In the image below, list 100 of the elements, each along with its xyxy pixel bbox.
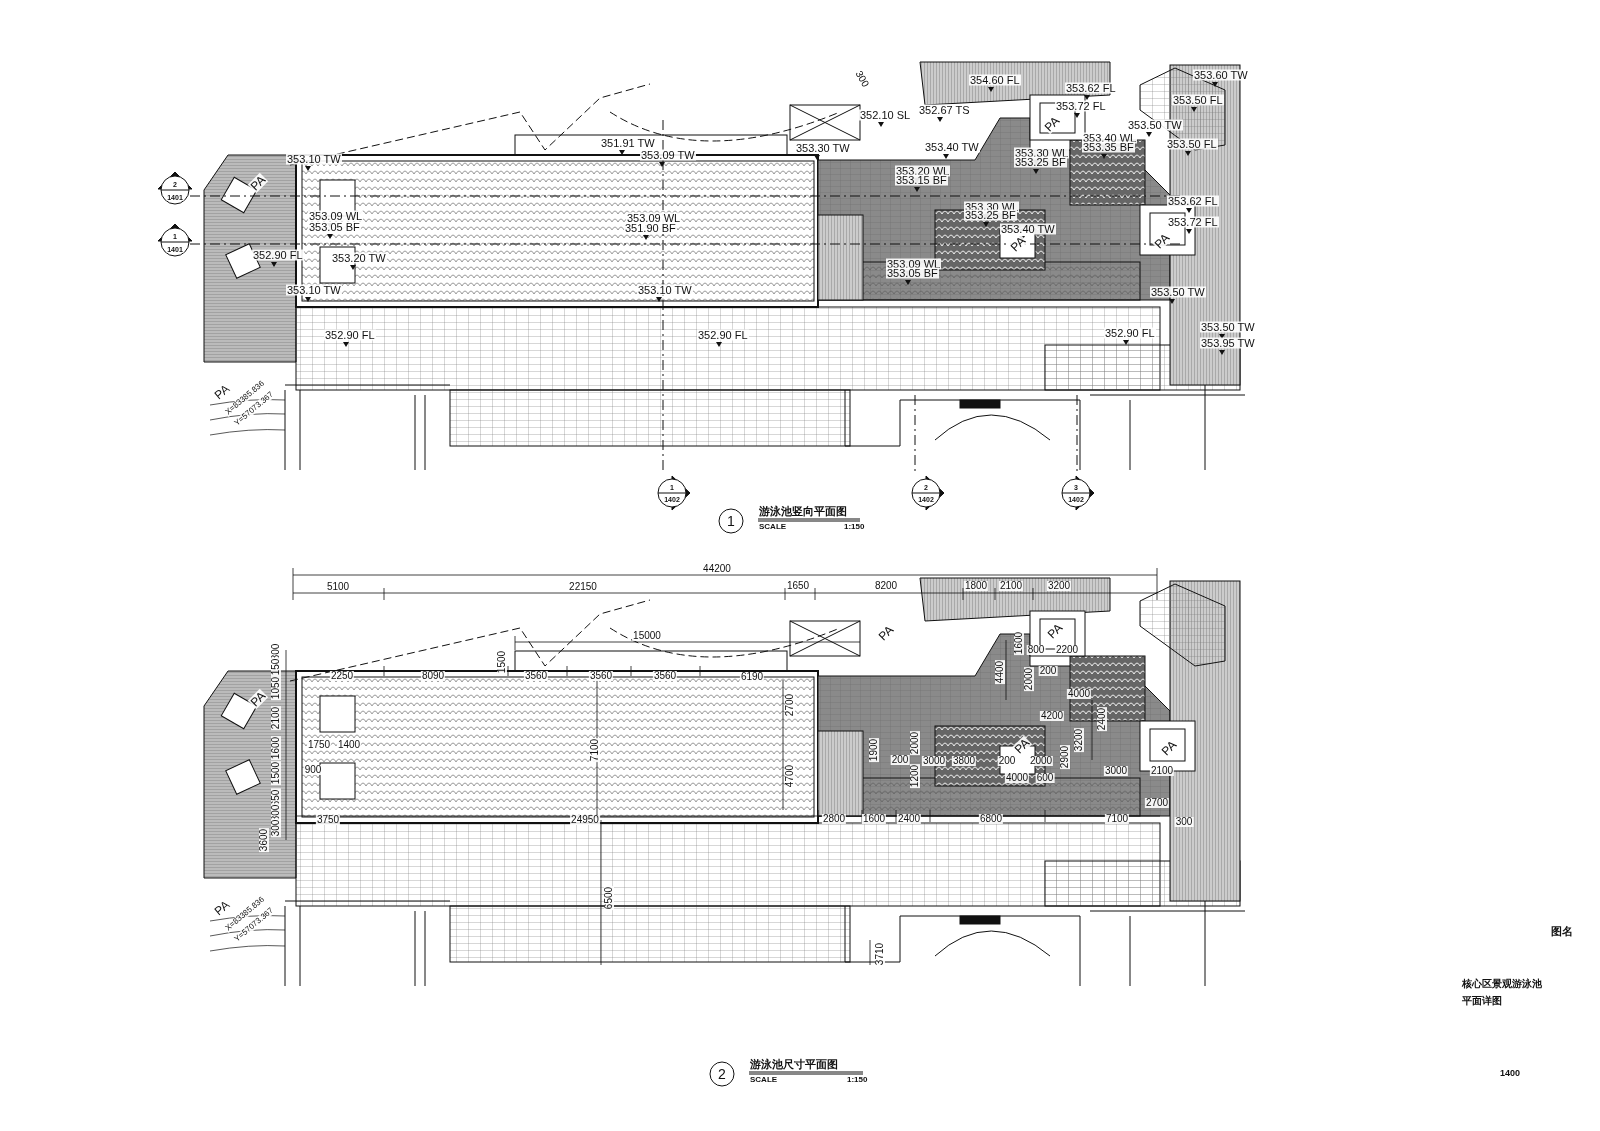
dimension-label: 4000 bbox=[1066, 689, 1092, 699]
elevation-label: 353.25 BF bbox=[1014, 156, 1067, 168]
elevation-label: 353.50 TW bbox=[1200, 321, 1256, 333]
dimension-label: 7100 bbox=[590, 737, 600, 763]
dimension-label: 3560 bbox=[523, 671, 549, 681]
dimension-label: 6500 bbox=[604, 885, 614, 911]
elevation-label: 353.50 TW bbox=[1150, 286, 1206, 298]
dimension-label: 8090 bbox=[420, 671, 446, 681]
drawing-number: 2 bbox=[717, 1067, 727, 1081]
dimension-label: 3800 bbox=[951, 756, 977, 766]
dimension-label: 2100 bbox=[271, 705, 281, 731]
dimension-label: 1500 bbox=[497, 649, 507, 675]
dimension-label: 2800 bbox=[821, 814, 847, 824]
dimension-label: 2000 bbox=[1024, 666, 1034, 692]
elevation-label: 353.40 TW bbox=[1000, 223, 1056, 235]
dimension-label: 2100 bbox=[998, 581, 1024, 591]
dimension-label: 200 bbox=[890, 755, 910, 765]
drawing-number: 1 bbox=[726, 514, 736, 528]
dimension-label: 2200 bbox=[1054, 645, 1080, 655]
plan-title: 游泳池竖向平面图 bbox=[758, 505, 848, 517]
dimension-label: 200 bbox=[997, 756, 1017, 766]
elevation-label: 352.67 TS bbox=[918, 104, 971, 116]
dimension-label: 3200 bbox=[1074, 727, 1084, 753]
elevation-label: 353.09 WL bbox=[308, 210, 364, 222]
dimension-label: 1600 bbox=[271, 735, 281, 761]
dimension-label: 5100 bbox=[325, 582, 351, 592]
dimension-label: 4400 bbox=[995, 659, 1005, 685]
elevation-label: 351.90 BF bbox=[624, 222, 677, 234]
dimension-label: 1650 bbox=[785, 581, 811, 591]
elevation-label: 352.10 SL bbox=[859, 109, 912, 121]
dimension-label: 2000 bbox=[1028, 756, 1054, 766]
elevation-label: 353.15 BF bbox=[895, 174, 948, 186]
dimension-label: 24950 bbox=[570, 815, 600, 825]
elevation-label: 353.50 FL bbox=[1166, 138, 1218, 150]
title-block-text: 核心区景观游泳池 bbox=[1461, 979, 1543, 989]
dimension-label: 800 bbox=[1026, 645, 1046, 655]
dimension-label: 3710 bbox=[875, 941, 885, 967]
dimension-label: 6800 bbox=[978, 814, 1004, 824]
elevation-label: 353.10 TW bbox=[637, 284, 693, 296]
dimension-label: 8200 bbox=[873, 581, 899, 591]
plan-title: 游泳池尺寸平面图 bbox=[749, 1058, 839, 1070]
dimension-label: 44200 bbox=[702, 564, 732, 574]
dimension-label: 22150 bbox=[568, 582, 598, 592]
dimension-label: 4200 bbox=[1039, 711, 1065, 721]
elevation-label: 353.50 FL bbox=[1172, 94, 1224, 106]
title-block-text: 图名 bbox=[1550, 925, 1574, 937]
dimension-label: 2250 bbox=[329, 671, 355, 681]
elevation-label: 353.62 FL bbox=[1167, 195, 1219, 207]
elevation-label: 353.72 FL bbox=[1055, 100, 1107, 112]
elevation-label: 353.10 TW bbox=[286, 153, 342, 165]
dimension-label: 4700 bbox=[785, 763, 795, 789]
elevation-label: 353.40 TW bbox=[924, 141, 980, 153]
elevation-label: 352.90 FL bbox=[252, 249, 304, 261]
dimension-label: 1600 bbox=[1014, 630, 1024, 656]
dimension-label: 6190 bbox=[739, 672, 765, 682]
dimension-label: 2700 bbox=[785, 692, 795, 718]
elevation-label: 353.62 FL bbox=[1065, 82, 1117, 94]
elevation-label: 352.90 FL bbox=[1104, 327, 1156, 339]
elevation-label: 353.72 FL bbox=[1167, 216, 1219, 228]
dimension-label: 200 bbox=[1038, 666, 1058, 676]
dimension-label: 300 bbox=[853, 68, 871, 90]
elevation-label: 353.30 TW bbox=[795, 142, 851, 154]
elevation-label: 354.60 FL bbox=[969, 74, 1021, 86]
elevation-label: 353.25 BF bbox=[964, 209, 1017, 221]
dimension-label: 7100 bbox=[1104, 814, 1130, 824]
scale-label: SCALE bbox=[758, 523, 788, 531]
dimension-label: 3000 bbox=[1103, 766, 1129, 776]
dimension-label: 15000 bbox=[632, 631, 662, 641]
elevation-label: 352.90 FL bbox=[697, 329, 749, 341]
elevation-label: 353.10 TW bbox=[286, 284, 342, 296]
scale-label: SCALE bbox=[749, 1076, 779, 1084]
dimension-label: 3000 bbox=[921, 756, 947, 766]
dimension-label: 3200 bbox=[1046, 581, 1072, 591]
elevation-label: 351.91 TW bbox=[600, 137, 656, 149]
dimension-label: 2400 bbox=[896, 814, 922, 824]
dimension-label: 1900 bbox=[869, 737, 879, 763]
dimension-label: 3750 bbox=[315, 815, 341, 825]
dimension-label: 1800 bbox=[963, 581, 989, 591]
elevation-label: 353.05 BF bbox=[886, 267, 939, 279]
dimension-label: 1600 bbox=[861, 814, 887, 824]
elevation-label: 352.90 FL bbox=[324, 329, 376, 341]
elevation-label: 353.20 TW bbox=[331, 252, 387, 264]
dimension-label: 3600 bbox=[259, 827, 269, 853]
dimension-label: 1750 bbox=[306, 740, 332, 750]
scale-label: 1:150 bbox=[843, 523, 866, 531]
dimension-label: 3560 bbox=[652, 671, 678, 681]
elevation-label: 353.05 BF bbox=[308, 221, 361, 233]
dimension-label: 1050 bbox=[271, 675, 281, 701]
drawing-number: 1400 bbox=[1499, 1068, 1521, 1078]
dimension-label: 2100 bbox=[1149, 766, 1175, 776]
dimension-label: 1200 bbox=[910, 763, 920, 789]
dimension-label: 300 bbox=[1174, 817, 1194, 827]
scale-label: 1:150 bbox=[846, 1076, 869, 1084]
elevation-label: 353.95 TW bbox=[1200, 337, 1256, 349]
dimension-label: 1400 bbox=[336, 740, 362, 750]
dimension-label: 2000 bbox=[910, 730, 920, 756]
dimension-label: 2700 bbox=[1144, 798, 1170, 808]
elevation-label: 353.09 TW bbox=[640, 149, 696, 161]
dimension-label: 2900 bbox=[1060, 744, 1070, 770]
elevation-label: 353.50 TW bbox=[1127, 119, 1183, 131]
